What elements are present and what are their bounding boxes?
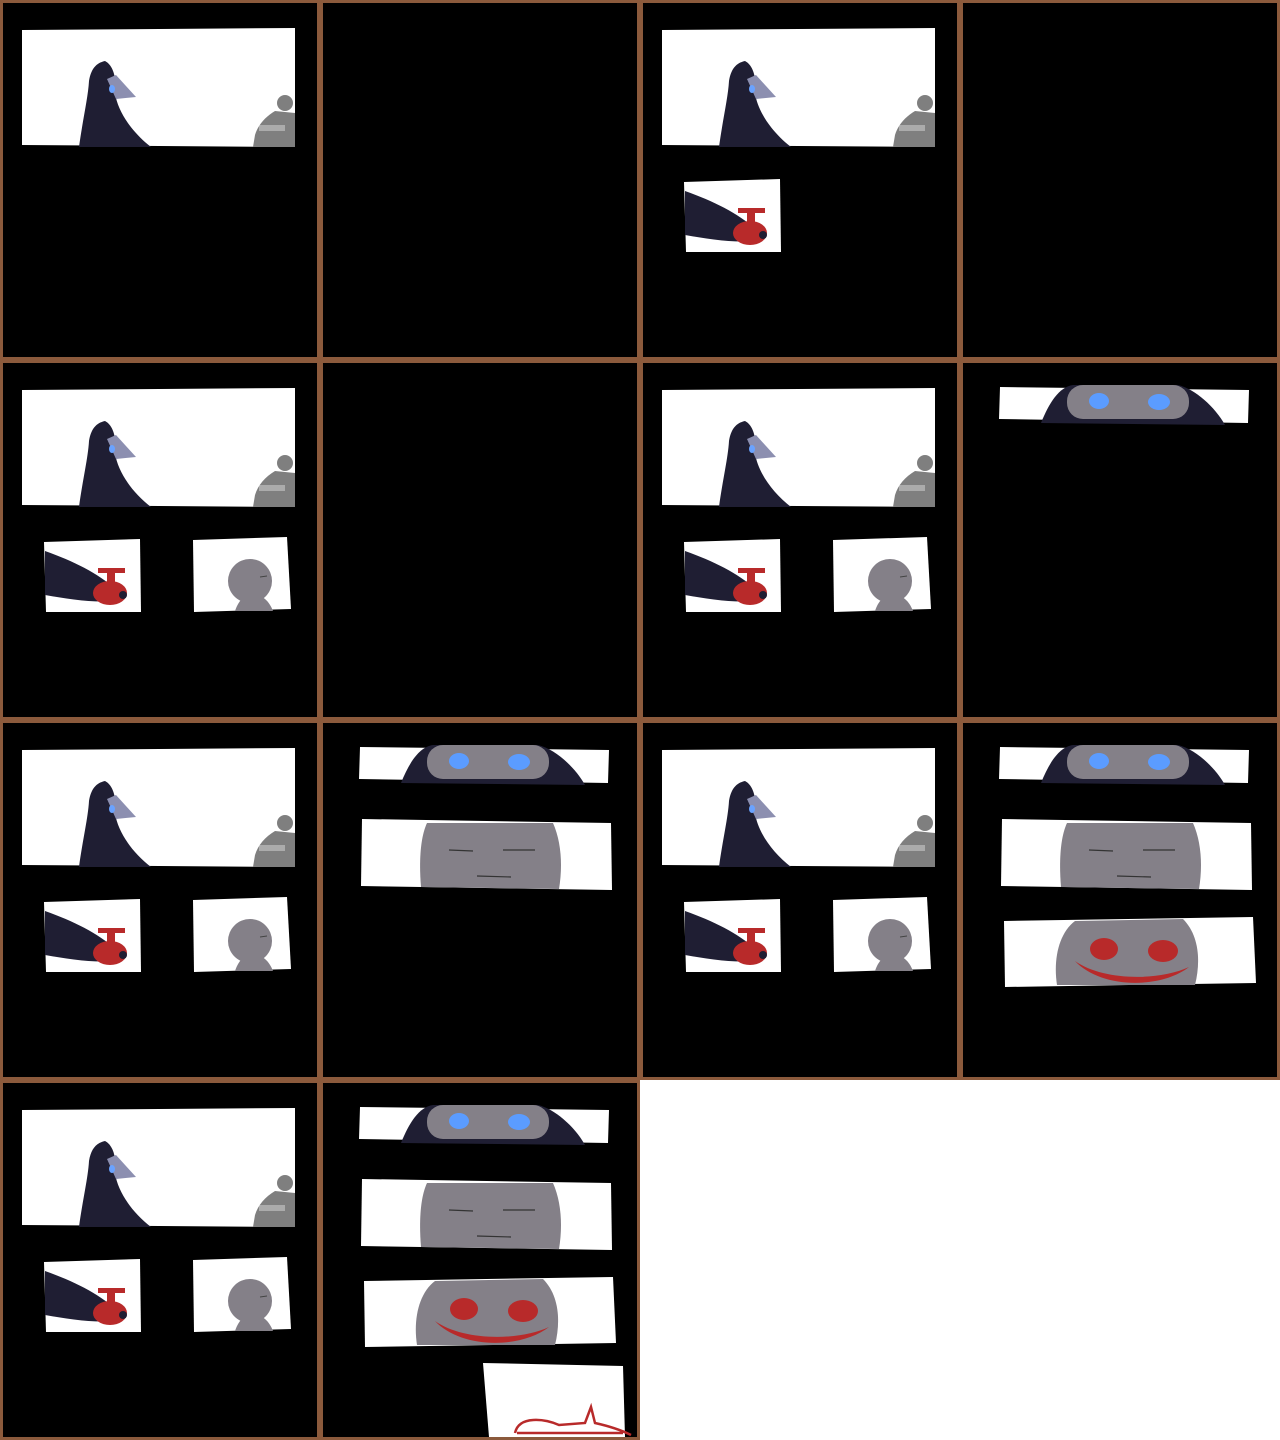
plague-doctor-scene — [22, 1108, 295, 1227]
hooded-eyes-panel — [999, 385, 1249, 425]
left-blue-eye-icon — [449, 1113, 469, 1129]
red-vial-icon — [733, 208, 767, 245]
storyboard-frame — [0, 720, 320, 1080]
frame-canvas — [359, 745, 612, 890]
red-vial-closeup — [684, 179, 781, 252]
hooded-eyes-panel — [359, 745, 609, 785]
red-vial-icon — [733, 928, 767, 965]
frame-canvas — [963, 3, 1277, 357]
frame-canvas — [22, 748, 295, 972]
mask-eye-icon — [749, 445, 755, 453]
storyboard-frame — [320, 720, 640, 1080]
crouching-grey-figure — [893, 815, 935, 867]
storyboard-frame — [320, 1080, 640, 1440]
sleeping-face-panel — [361, 1179, 612, 1250]
crouching-grey-figure — [893, 95, 935, 147]
right-blue-eye-icon — [1148, 394, 1170, 410]
plague-doctor-scene — [22, 748, 295, 867]
frame-canvas — [323, 363, 637, 717]
plague-doctor-scene — [22, 388, 295, 507]
frame-canvas — [662, 748, 935, 972]
left-red-eye-icon — [450, 1298, 478, 1320]
plague-doctor-figure — [79, 61, 151, 147]
storyboard-frame — [640, 720, 960, 1080]
red-vial-icon — [733, 568, 767, 605]
storyboard-frame — [960, 0, 1280, 360]
plague-doctor-scene — [662, 748, 935, 867]
plague-doctor-figure — [79, 781, 151, 867]
plague-doctor-scene — [662, 388, 935, 507]
mask-eye-icon — [749, 85, 755, 93]
sleeping-face-panel — [361, 819, 612, 890]
mask-eye-icon — [109, 805, 115, 813]
crouching-grey-figure — [253, 1175, 295, 1227]
storyboard-frame — [640, 0, 960, 360]
left-blue-eye-icon — [1089, 393, 1109, 409]
hooded-eyes-panel — [359, 1105, 609, 1145]
red-grin-panel — [1004, 917, 1256, 987]
plague-doctor-scene — [662, 28, 935, 147]
right-red-eye-icon — [508, 1300, 538, 1322]
grey-figure-closeup — [193, 897, 291, 972]
frame-canvas — [999, 385, 1249, 425]
grey-figure-closeup — [833, 897, 931, 972]
plague-doctor-figure — [719, 421, 791, 507]
frame-canvas — [323, 3, 637, 357]
red-grin-icon — [435, 1321, 549, 1343]
red-vial-closeup — [684, 899, 781, 972]
red-scribble-panel — [483, 1363, 632, 1437]
mask-eye-icon — [109, 85, 115, 93]
frame-canvas — [662, 28, 935, 252]
storyboard-frame — [0, 1080, 320, 1440]
red-grin-panel — [364, 1277, 616, 1347]
left-blue-eye-icon — [1089, 753, 1109, 769]
storyboard-frame — [640, 360, 960, 720]
right-blue-eye-icon — [508, 754, 530, 770]
red-vial-icon — [93, 928, 127, 965]
frame-canvas — [22, 28, 295, 147]
right-blue-eye-icon — [1148, 754, 1170, 770]
crouching-grey-figure — [253, 815, 295, 867]
storyboard-frame — [320, 0, 640, 360]
storyboard-frame — [960, 720, 1280, 1080]
right-blue-eye-icon — [508, 1114, 530, 1130]
plague-doctor-scene — [22, 28, 295, 147]
storyboard-frame — [0, 360, 320, 720]
frame-canvas — [359, 1105, 632, 1437]
frame-canvas — [22, 1108, 295, 1332]
left-blue-eye-icon — [449, 753, 469, 769]
red-scribble-icon — [513, 1402, 632, 1437]
plague-doctor-figure — [719, 781, 791, 867]
right-red-eye-icon — [1148, 940, 1178, 962]
grey-figure-closeup — [833, 537, 931, 612]
mask-eye-icon — [749, 805, 755, 813]
crouching-grey-figure — [253, 95, 295, 147]
mask-eye-icon — [109, 1165, 115, 1173]
left-red-eye-icon — [1090, 938, 1118, 960]
red-grin-icon — [1075, 961, 1189, 983]
crouching-grey-figure — [253, 455, 295, 507]
red-vial-closeup — [44, 539, 141, 612]
plague-doctor-figure — [79, 421, 151, 507]
storyboard-frame — [0, 0, 320, 360]
frame-canvas — [662, 388, 935, 612]
red-vial-closeup — [44, 899, 141, 972]
grey-figure-closeup — [193, 537, 291, 612]
grey-figure-closeup — [193, 1257, 291, 1332]
red-vial-closeup — [44, 1259, 141, 1332]
hooded-eyes-panel — [999, 745, 1249, 785]
red-vial-icon — [93, 568, 127, 605]
sleeping-face-panel — [1001, 819, 1252, 890]
red-vial-closeup — [684, 539, 781, 612]
frame-canvas — [999, 745, 1256, 987]
crouching-grey-figure — [893, 455, 935, 507]
mask-eye-icon — [109, 445, 115, 453]
storyboard-frame — [320, 360, 640, 720]
storyboard-frame — [960, 360, 1280, 720]
red-vial-icon — [93, 1288, 127, 1325]
frame-canvas — [22, 388, 295, 612]
plague-doctor-figure — [719, 61, 791, 147]
plague-doctor-figure — [79, 1141, 151, 1227]
